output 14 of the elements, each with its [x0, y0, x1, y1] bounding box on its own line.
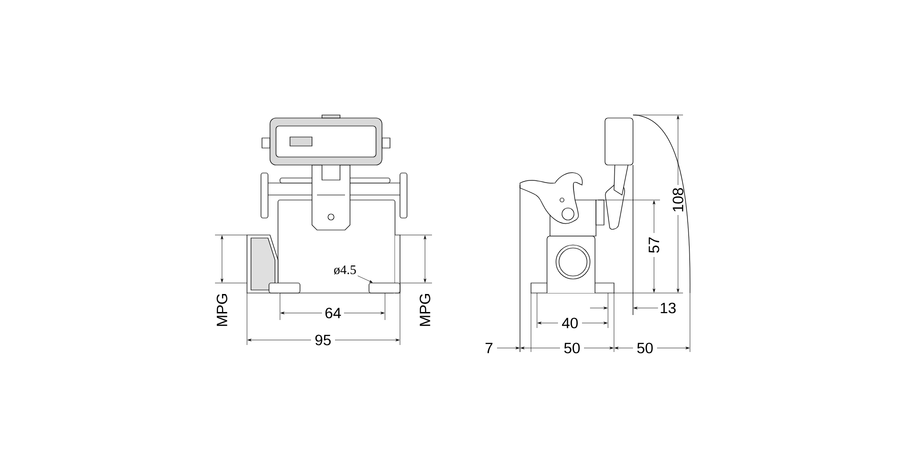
dimension-label: 95: [315, 334, 331, 346]
dimension-label: 50: [564, 342, 580, 354]
dimension-label: 64: [325, 308, 341, 318]
mounting-foot: [368, 282, 400, 294]
leader-line: [357, 276, 373, 283]
dimension-label: 40: [562, 318, 578, 328]
dimension-label: 50: [637, 342, 653, 354]
dimension-label: MPG: [216, 294, 228, 326]
dimension-label: 57: [648, 237, 660, 253]
callout-text: ø4.5: [334, 265, 356, 275]
dimension-label: MPG: [420, 294, 430, 326]
dimension-label: 108: [672, 188, 684, 212]
dimension-label: 13: [660, 302, 676, 314]
dimension-label: 7: [486, 342, 492, 354]
